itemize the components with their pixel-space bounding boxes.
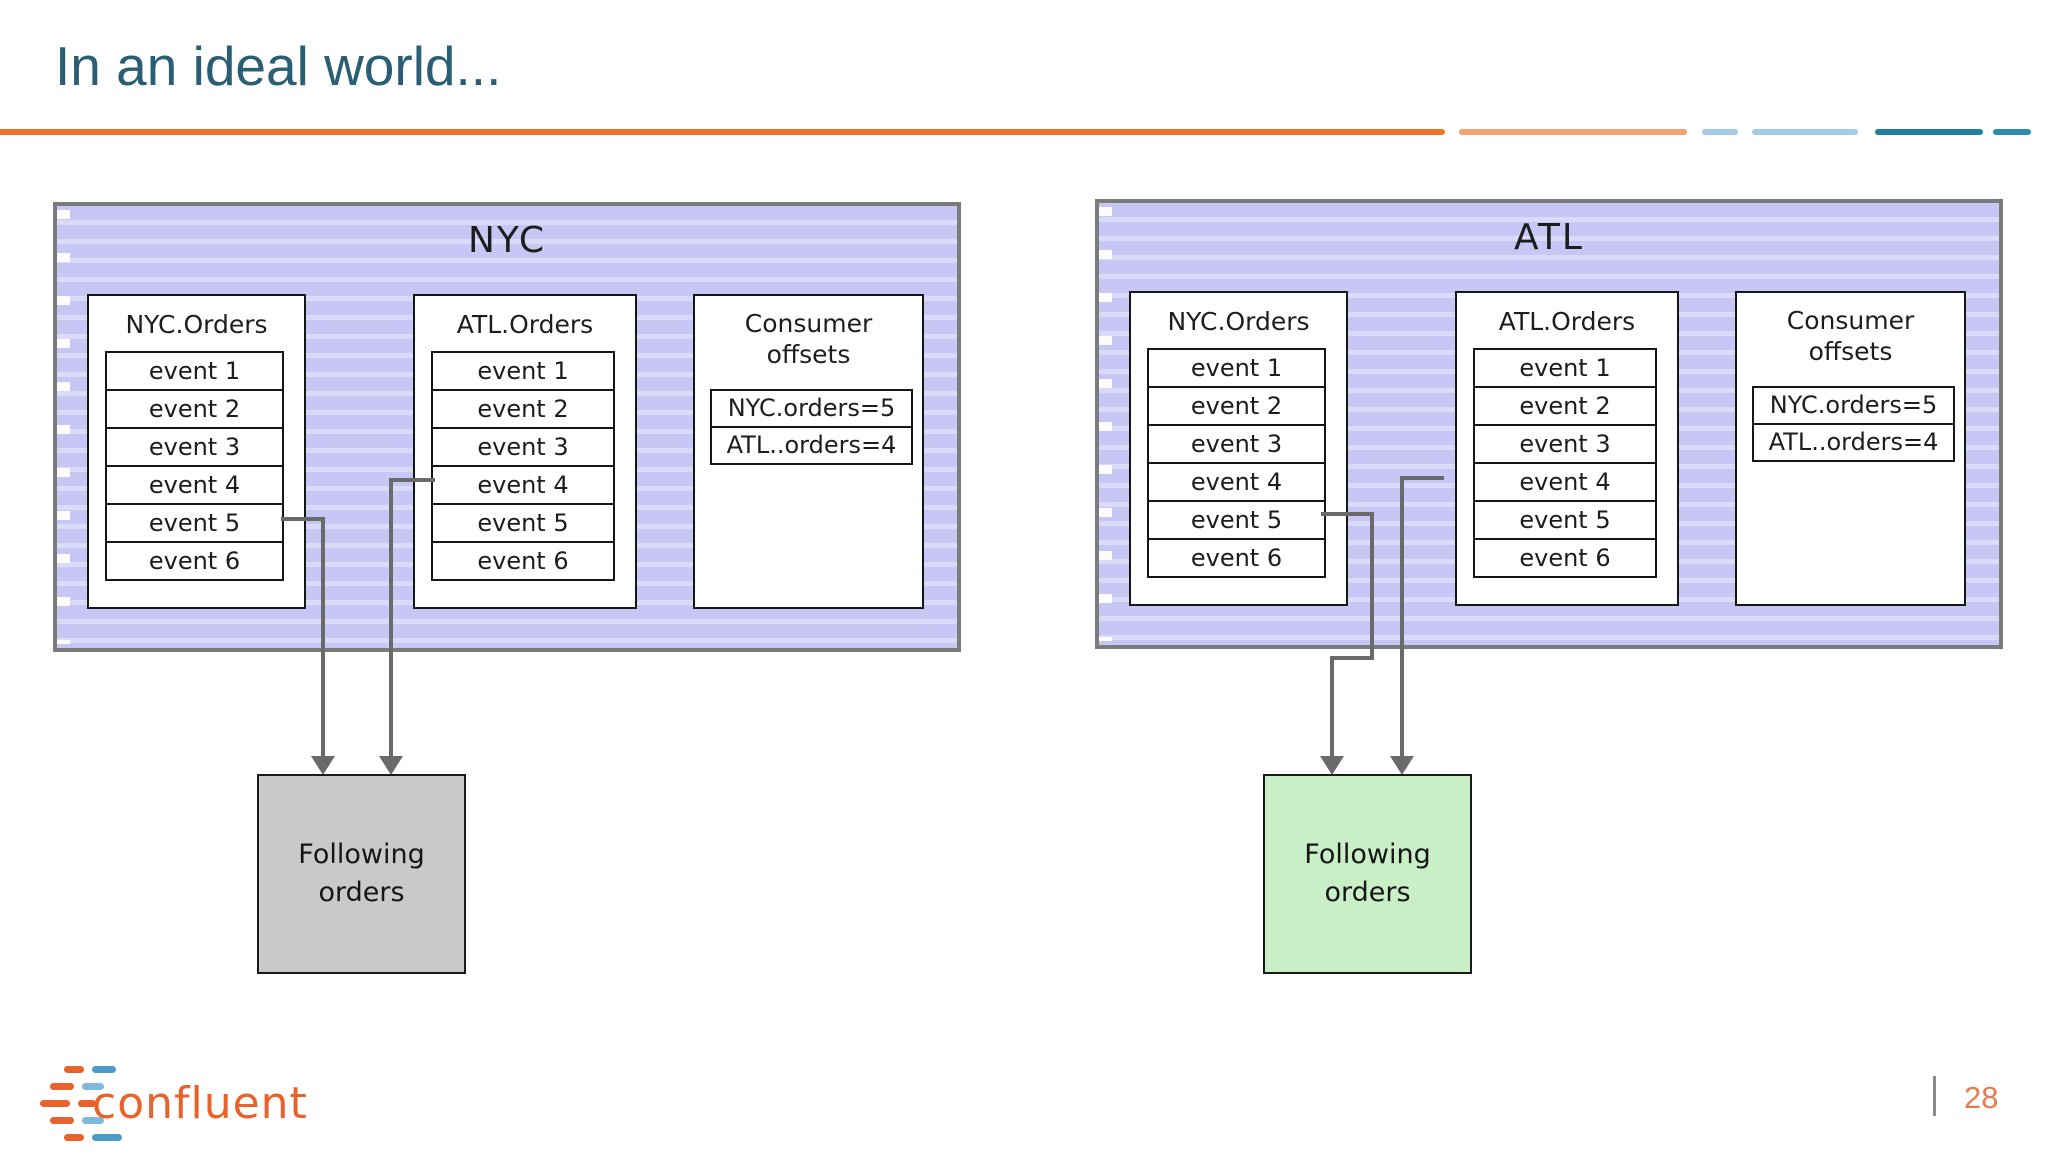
topic-label: NYC.Orders xyxy=(125,310,268,339)
topic-box-nyc-orders: NYC.Orders event 1 event 2 event 3 event… xyxy=(87,294,306,609)
logo-dash-icon xyxy=(82,1083,104,1090)
event-row: event 1 xyxy=(1519,354,1611,382)
arrow-nyc-event5-head xyxy=(311,756,335,775)
arrow-atl-event5-head xyxy=(1320,756,1344,775)
following-orders-box-atl: Following orders xyxy=(1263,774,1472,974)
event-row: event 3 xyxy=(1475,424,1655,462)
logo-dash-icon xyxy=(82,1117,104,1124)
event-row: event 3 xyxy=(433,427,613,465)
logo-dash-icon xyxy=(92,1134,122,1141)
offset-row: NYC.orders=5 xyxy=(1769,391,1938,419)
title-rule-teal-1 xyxy=(1875,129,1983,135)
consumer-offsets-box: Consumer offsets NYC.orders=5 ATL..order… xyxy=(1735,291,1966,606)
event-row: event 6 xyxy=(433,541,613,579)
logo-dash-icon xyxy=(92,1066,116,1073)
consumer-offsets-label: Consumer offsets xyxy=(695,308,922,370)
event-row: event 6 xyxy=(1149,538,1324,576)
arrow-nyc-event4-elbow xyxy=(389,478,435,482)
consumer-offsets-label-line2: offsets xyxy=(1808,337,1893,366)
cluster-nyc-title: NYC xyxy=(467,220,547,261)
confluent-logo: confluent xyxy=(40,1062,340,1148)
footer-divider xyxy=(1933,1076,1936,1116)
arrow-atl-event5-line-1 xyxy=(1370,512,1374,660)
event-row: event 2 xyxy=(107,389,282,427)
cluster-nyc-edge-texture xyxy=(57,210,70,644)
consumer-offsets-label-line1: Consumer xyxy=(744,309,873,338)
title-rule-light-blue-1 xyxy=(1702,129,1738,135)
topic-label: ATL.Orders xyxy=(456,310,594,339)
title-rule-light-orange xyxy=(1459,129,1687,135)
arrow-atl-event5-jog xyxy=(1330,656,1374,660)
page-number: 28 xyxy=(1964,1080,1999,1115)
logo-dash-icon xyxy=(64,1066,84,1073)
consumer-offsets-label: Consumer offsets xyxy=(1737,305,1964,367)
offsets-list: NYC.orders=5 ATL..orders=4 xyxy=(1752,386,1955,462)
event-list: event 1 event 2 event 3 event 4 event 5 … xyxy=(431,351,615,581)
event-row: event 1 xyxy=(477,357,569,385)
event-row: event 4 xyxy=(1149,462,1324,500)
event-row: event 1 xyxy=(1190,354,1283,382)
title-rule-light-blue-2 xyxy=(1752,129,1858,135)
offset-row: ATL..orders=4 xyxy=(712,426,911,463)
topic-box-atl-orders: ATL.Orders event 1 event 2 event 3 event… xyxy=(413,294,637,609)
arrow-nyc-event4-line xyxy=(389,478,393,757)
following-orders-line1: Following xyxy=(298,839,425,870)
offset-row: NYC.orders=5 xyxy=(727,394,896,422)
cluster-nyc: NYC NYC.Orders event 1 event 2 event 3 e… xyxy=(53,202,961,652)
offset-row: ATL..orders=4 xyxy=(1754,423,1953,460)
event-row: event 5 xyxy=(1149,500,1324,538)
event-row: event 5 xyxy=(107,503,282,541)
event-row: event 4 xyxy=(1475,462,1655,500)
event-row: event 4 xyxy=(107,465,282,503)
event-row: event 5 xyxy=(433,503,613,541)
cluster-atl: ATL NYC.Orders event 1 event 2 event 3 e… xyxy=(1095,199,2003,649)
event-row: event 6 xyxy=(107,541,282,579)
following-orders-line2: orders xyxy=(1324,877,1411,908)
arrow-atl-event5-elbow xyxy=(1321,512,1374,516)
topic-box-nyc-orders: NYC.Orders event 1 event 2 event 3 event… xyxy=(1129,291,1348,606)
arrow-nyc-event5-elbow xyxy=(281,517,325,521)
arrow-atl-event4-line xyxy=(1400,476,1404,757)
following-orders-box-nyc: Following orders xyxy=(257,774,466,974)
event-list: event 1 event 2 event 3 event 4 event 5 … xyxy=(1473,348,1657,578)
logo-dash-icon xyxy=(40,1100,70,1107)
event-row: event 2 xyxy=(433,389,613,427)
following-orders-line1: Following xyxy=(1304,839,1431,870)
event-row: event 5 xyxy=(1475,500,1655,538)
following-orders-line2: orders xyxy=(318,877,405,908)
following-orders-label: Following orders xyxy=(298,836,424,912)
arrow-nyc-event5-line xyxy=(321,517,325,757)
event-list: event 1 event 2 event 3 event 4 event 5 … xyxy=(105,351,284,581)
event-row: event 2 xyxy=(1475,386,1655,424)
consumer-offsets-label-line1: Consumer xyxy=(1786,306,1915,335)
page-title: In an ideal world... xyxy=(55,35,502,97)
arrow-atl-event4-elbow xyxy=(1400,476,1444,480)
event-row: event 1 xyxy=(148,357,241,385)
cluster-atl-edge-texture xyxy=(1099,207,1112,641)
event-row: event 3 xyxy=(1149,424,1324,462)
arrow-nyc-event4-head xyxy=(379,756,403,775)
logo-dash-icon xyxy=(50,1117,74,1124)
event-row: event 2 xyxy=(1149,386,1324,424)
event-row: event 4 xyxy=(433,465,613,503)
logo-dash-icon xyxy=(50,1083,74,1090)
offsets-list: NYC.orders=5 ATL..orders=4 xyxy=(710,389,913,465)
topic-label: ATL.Orders xyxy=(1498,307,1636,336)
consumer-offsets-label-line2: offsets xyxy=(766,340,851,369)
arrow-atl-event4-head xyxy=(1390,756,1414,775)
title-rule-orange xyxy=(0,129,1445,135)
topic-box-atl-orders: ATL.Orders event 1 event 2 event 3 event… xyxy=(1455,291,1679,606)
logo-dash-icon xyxy=(78,1100,96,1107)
title-rule-teal-2 xyxy=(1993,129,2031,135)
logo-dash-icon xyxy=(64,1134,84,1141)
following-orders-label: Following orders xyxy=(1304,836,1430,912)
topic-label: NYC.Orders xyxy=(1167,307,1310,336)
cluster-atl-title: ATL xyxy=(1514,217,1584,258)
arrow-atl-event5-line-2 xyxy=(1330,656,1334,757)
confluent-wordmark: confluent xyxy=(92,1078,308,1129)
event-list: event 1 event 2 event 3 event 4 event 5 … xyxy=(1147,348,1326,578)
consumer-offsets-box: Consumer offsets NYC.orders=5 ATL..order… xyxy=(693,294,924,609)
event-row: event 3 xyxy=(107,427,282,465)
event-row: event 6 xyxy=(1475,538,1655,576)
